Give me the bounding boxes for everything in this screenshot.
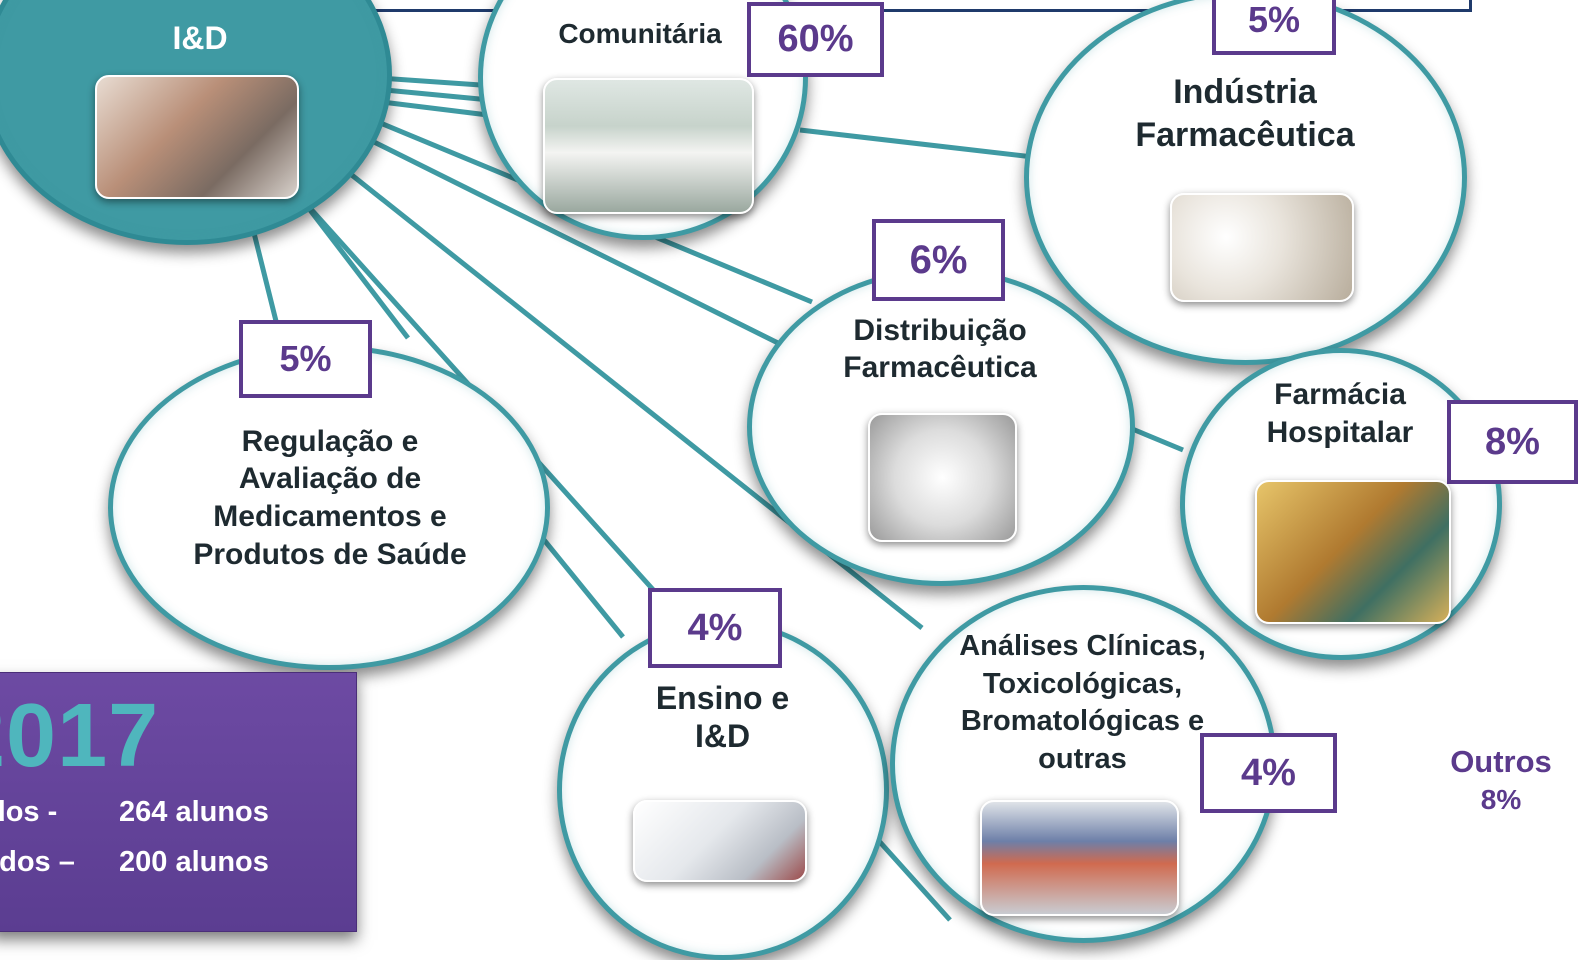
node-industria-label-2: Farmacêutica xyxy=(1135,116,1355,154)
summary-panel: 2017 dos - 264 alunos ados – 200 alunos xyxy=(0,672,357,932)
node-regulacao-label-2: Avaliação de xyxy=(238,462,422,495)
link-hub-distribuicao-2 xyxy=(368,137,780,346)
link-hub-comunitaria-3 xyxy=(381,99,489,118)
node-hospitalar-label-2: Hospitalar xyxy=(1266,416,1414,449)
outros-percent: 8% xyxy=(1480,784,1522,816)
node-regulacao-percent: 5% xyxy=(239,320,372,398)
lab-bench-photo xyxy=(633,800,807,882)
summary-line1-count: 264 alunos xyxy=(119,796,269,828)
node-distribuicao-percent: 6% xyxy=(872,219,1005,301)
link-regulacao-ensino xyxy=(538,533,625,639)
node-regulacao-label-3: Medicamentos e xyxy=(213,500,447,533)
node-industria-label-1: Indústria xyxy=(1173,73,1317,111)
summary-year: 2017 xyxy=(0,686,160,786)
link-hub-regulacao-1 xyxy=(249,224,280,326)
node-hospitalar-label-1: Farmácia xyxy=(1274,378,1406,411)
outros-title: Outros xyxy=(1450,744,1552,779)
node-regulacao-label-4: Produtos de Saúde xyxy=(193,538,467,571)
link-distribuicao-hospitalar xyxy=(1129,425,1184,453)
link-comunitaria-industria xyxy=(799,127,1034,160)
node-distribuicao-label-1: Distribuição xyxy=(853,314,1027,347)
pharmacist-photo xyxy=(543,78,754,214)
node-regulacao-label-1: Regulação e xyxy=(241,425,419,458)
test-tubes-photo xyxy=(980,800,1179,916)
link-hub-comunitaria-2 xyxy=(384,87,491,103)
link-hub-comunitaria-1 xyxy=(379,75,496,89)
outros-label: Outros 8% xyxy=(1426,742,1576,819)
node-ensino[interactable] xyxy=(557,620,889,960)
lab-students-photo xyxy=(95,75,299,199)
syringe-photo xyxy=(1255,480,1451,624)
node-analises-label-4: outras xyxy=(1038,743,1127,775)
node-industria[interactable] xyxy=(1024,0,1467,365)
node-ensino-label-2: I&D xyxy=(694,718,751,754)
tablets-photo xyxy=(868,413,1017,542)
node-ensino-label-1: Ensino e xyxy=(655,680,790,716)
node-analises-label-2: Toxicológicas, xyxy=(982,668,1183,700)
node-analises-percent: 4% xyxy=(1200,733,1337,813)
hub-label: I&D xyxy=(172,20,228,56)
node-ensino-percent: 4% xyxy=(648,588,782,668)
node-hospitalar-percent: 8% xyxy=(1447,400,1578,484)
node-industria-percent: 5% xyxy=(1212,0,1336,55)
node-distribuicao-label-2: Farmacêutica xyxy=(843,351,1037,384)
capsules-photo xyxy=(1170,193,1354,302)
summary-line2-count: 200 alunos xyxy=(119,846,269,878)
link-hub-regulacao-2 xyxy=(308,208,410,340)
summary-line1-prefix: dos - xyxy=(0,796,58,828)
node-comunitaria-percent: 60% xyxy=(747,2,884,77)
node-analises-label-3: Bromatológicas e xyxy=(960,705,1205,737)
node-comunitaria-label: Comunitária xyxy=(558,18,722,49)
summary-line2-prefix: ados – xyxy=(0,846,75,878)
node-analises-label-1: Análises Clínicas, xyxy=(959,630,1206,662)
